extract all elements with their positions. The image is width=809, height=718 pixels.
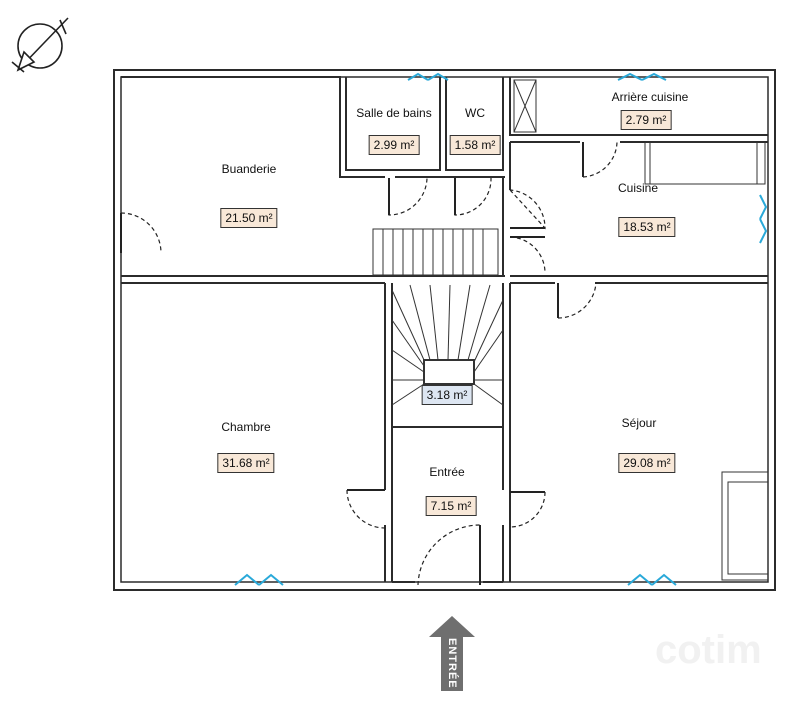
area-badge-arriere-cuisine: 2.79 m² <box>620 110 672 130</box>
fireplace <box>721 471 769 581</box>
area-badge-cuisine: 18.53 m² <box>618 217 676 237</box>
room-label-buanderie: Buanderie <box>221 162 277 176</box>
watermark: cotim <box>655 628 762 672</box>
area-badge-sejour: 29.08 m² <box>618 453 676 473</box>
area-badge-stairs: 3.18 m² <box>421 385 473 405</box>
room-label-arriere-cuisine: Arrière cuisine <box>611 90 689 104</box>
area-badge-entree: 7.15 m² <box>425 496 477 516</box>
area-badge-salle-de-bains: 2.99 m² <box>368 135 420 155</box>
area-badge-wc: 1.58 m² <box>449 135 501 155</box>
kitchen-fixtures <box>513 79 766 185</box>
room-label-sejour: Séjour <box>621 416 657 430</box>
room-label-entree: Entrée <box>429 465 465 479</box>
area-badge-buanderie: 21.50 m² <box>220 208 278 228</box>
staircase <box>372 228 504 406</box>
entrance-arrow-icon <box>429 616 475 691</box>
entrance-arrow-label: ENTRÉE <box>446 638 458 689</box>
doors <box>120 141 618 586</box>
windows <box>234 72 768 586</box>
room-label-salle-de-bains: Salle de bains <box>356 106 432 120</box>
area-badge-chambre: 31.68 m² <box>217 453 275 473</box>
room-label-chambre: Chambre <box>221 420 271 434</box>
room-label-wc: WC <box>465 106 485 120</box>
room-label-cuisine: Cuisine <box>617 181 659 195</box>
compass-icon <box>11 17 69 73</box>
